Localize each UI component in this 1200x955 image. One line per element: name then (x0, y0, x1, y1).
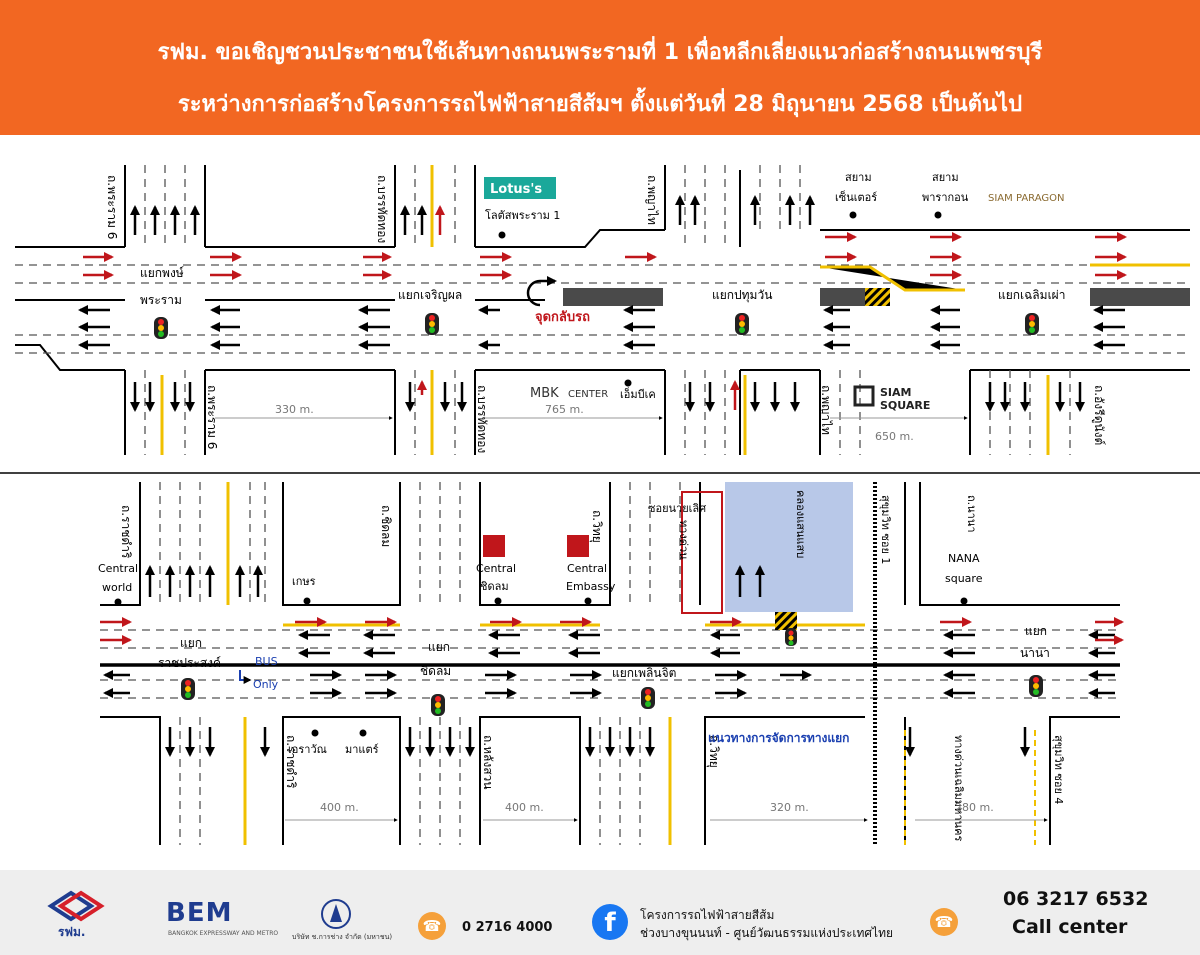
central-logo-icon (567, 535, 589, 557)
phone-icon: ☎ (930, 908, 958, 936)
road-label: ถ.นานา (965, 495, 978, 533)
landmark-label: world (102, 581, 132, 594)
road-label: ถ.พระราม 6 (205, 385, 219, 449)
lotus-logo (484, 177, 556, 199)
landmark-label: พารากอน (922, 191, 969, 204)
siam-square-logo-icon (853, 385, 875, 407)
landmark-label: เซ็นเตอร์ (835, 190, 877, 204)
landmark-label: Central (567, 562, 607, 575)
road-label: ถ.บรรทัดทอง (375, 175, 389, 243)
road-label: สุขุมวิท ซอย 1 (879, 495, 892, 564)
call-center-label: Call center (1012, 916, 1128, 938)
junction-label: แยก (180, 636, 202, 650)
road-label: ถ.ราชดำริ (119, 505, 133, 559)
traffic-light-icon (181, 628, 1043, 716)
road-label: ถ.บรรทัดทอง (475, 385, 489, 453)
landmark-label: Central (98, 562, 138, 575)
central-logo-icon (483, 535, 505, 557)
mbk-logo-b: CENTER (568, 389, 608, 400)
landmark-label: ชิดลม (480, 580, 509, 593)
junction-label: แยกเฉลิมเผ่า (998, 288, 1065, 302)
landmark-label: เกษร (292, 575, 316, 588)
header-banner: รฟม. ขอเชิญชวนประชาชนใช้เส้นทางถนนพระราม… (0, 0, 1200, 135)
road-label: ถ.วิทยุ (706, 735, 721, 768)
bus-lane-label: BUS (255, 655, 278, 668)
footer-bar: รฟม. BEM BANGKOK EXPRESSWAY AND METRO บร… (0, 870, 1200, 955)
traffic-map: Lotus's MBK CENTER SIAM SQUARE SIAM PARA… (0, 165, 1200, 845)
distance-label: 320 m. (770, 801, 809, 814)
call-center-number: 06 3217 6532 (1003, 888, 1149, 910)
facebook-page-name-2: ช่วงบางขุนนนท์ - ศูนย์วัฒนธรรมแห่งประเทศ… (640, 926, 894, 940)
road-label: ถ.พญาไท (819, 385, 833, 435)
landmark-label: NANA (948, 552, 980, 565)
distance-label: 765 m. (545, 403, 584, 416)
header-line-1: รฟม. ขอเชิญชวนประชาชนใช้เส้นทางถนนพระราม… (157, 40, 1043, 65)
construction-zone-highlight (725, 482, 853, 612)
facebook-page-name-1: โครงการรถไฟฟ้าสายสีส้ม (640, 908, 775, 922)
junction-label: แยก (428, 640, 450, 654)
landmark-label: เอ็มบีเค (620, 387, 656, 401)
distance-label: 330 m. (275, 403, 314, 416)
junction-label: ชิดลม (420, 664, 451, 678)
mrta-logo-text: รฟม. (58, 925, 85, 939)
road-label: คลองแสนแสบ (794, 490, 807, 558)
landmark-label: square (945, 572, 983, 585)
road-label: ถ.วิทยุ (589, 510, 604, 543)
landmark-label: สยาม (932, 171, 959, 184)
junction-label: แยกเจริญผล (398, 288, 462, 302)
distance-label: 650 m. (875, 430, 914, 443)
junction-label: แยกปทุมวัน (712, 288, 772, 303)
road-label: ทางด่วน (677, 520, 690, 560)
landmark-label: Central (476, 562, 516, 575)
junction-label: แยกพงษ์ (140, 266, 184, 280)
junction-label: พระราม (140, 293, 182, 307)
junction-label: นานา (1020, 646, 1050, 660)
road-label: ถ.ราชดำริ (284, 735, 298, 789)
management-route-label: แนวทางการจัดการทางแยก (708, 731, 849, 745)
mbk-logo-a: MBK (530, 386, 559, 401)
ch-karnchang-text: บริษัท ช.การช่าง จำกัด (มหาชน) (292, 933, 393, 941)
bem-logo: BEM (166, 898, 233, 928)
facebook-icon: f (592, 904, 628, 940)
landmark-label: มาแตร์ (345, 743, 379, 756)
lotus-logo-text: Lotus's (490, 182, 542, 197)
header-line-2: ระหว่างการก่อสร้างโครงการรถไฟฟ้าสายสีส้ม… (177, 92, 1023, 117)
top-map: Lotus's MBK CENTER SIAM SQUARE SIAM PARA… (15, 165, 1190, 455)
ch-karnchang-logo-icon (321, 899, 351, 929)
landmark-label: Embassy (566, 580, 616, 593)
traffic-light-icon (154, 313, 1039, 339)
junction-label: แยก (1025, 624, 1047, 638)
distance-label: 400 m. (320, 801, 359, 814)
road-label: ถ.หลังสวน (481, 735, 495, 789)
siam-square-logo-2: SQUARE (880, 399, 930, 412)
siam-paragon-logo: SIAM PARAGON (988, 193, 1064, 204)
road-label: สุขุมวิท ซอย 4 (1052, 735, 1065, 804)
road-label: ถ.อังรีดูนังต์ (1091, 385, 1106, 445)
landmark-label: โลตัสพระราม 1 (485, 208, 560, 222)
road-label: ถ.ชิดลม (379, 505, 393, 547)
uturn-label: จุดกลับรถ (535, 310, 590, 325)
road-label: ถ.พญาไท (645, 175, 659, 225)
road-label: ถ.พระราม 6 (105, 175, 119, 239)
hotline-number: 0 2716 4000 (462, 920, 553, 935)
phone-icon: ☎ (418, 912, 446, 940)
siam-square-logo-1: SIAM (880, 386, 911, 399)
distance-label: 400 m. (505, 801, 544, 814)
landmark-label: เอราวัณ (288, 743, 327, 756)
bus-lane-label: Only (253, 678, 279, 691)
junction-label: ราชประสงค์ (158, 656, 221, 670)
landmark-label: สยาม (845, 171, 872, 184)
junction-label: แยกเพลินจิต (612, 666, 676, 680)
road-label: ทางด่วนเฉลิมมหานคร (952, 735, 965, 841)
bottom-map: ถ.ราชดำริ ถ.ชิดลม ถ.วิทยุ ซอยนายเลิศ คลอ… (98, 482, 1124, 845)
mrta-logo-icon: รฟม. (47, 890, 105, 939)
bem-logo-subtitle: BANGKOK EXPRESSWAY AND METRO (168, 930, 279, 937)
distance-label: 280 m. (955, 801, 994, 814)
road-label: ซอยนายเลิศ (648, 502, 706, 515)
